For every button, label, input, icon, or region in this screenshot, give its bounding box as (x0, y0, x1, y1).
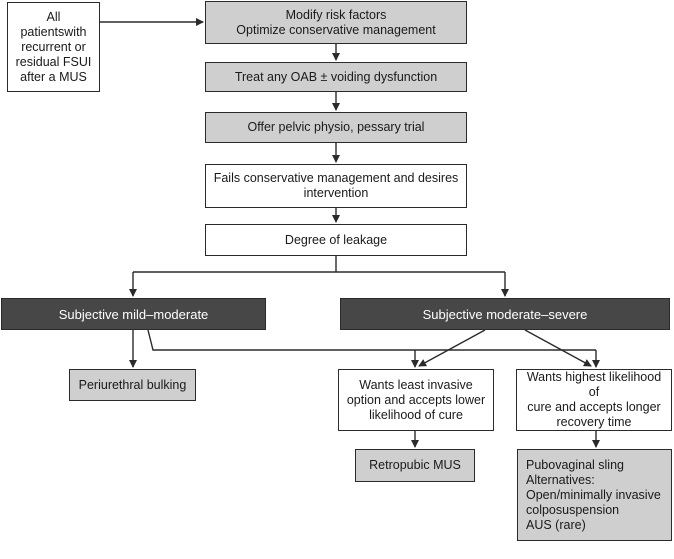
highest-cure-box: Wants highest likelihood of cure and acc… (516, 369, 672, 431)
mild-moderate-line-1: Subjective mild–moderate (58, 306, 209, 322)
pelvic-physio-line-1: Offer pelvic physio, pessary trial (247, 120, 425, 134)
moderate-severe-line-1: Subjective moderate–severe (422, 306, 588, 322)
fails-box: Fails conservative management and desire… (205, 164, 467, 208)
pubovaginal-line-5: AUS (rare) (526, 517, 586, 532)
bulking-box: Periurethral bulking (69, 369, 196, 401)
least-invasive-line-1: Wants least invasive (359, 377, 473, 392)
start-line-3: residual FSUI (15, 54, 92, 69)
start-line-4: after a MUS (20, 69, 87, 84)
pubovaginal-box: Pubovaginal sling Alternatives: Open/min… (517, 449, 672, 541)
moderate-severe-box: Subjective moderate–severe (340, 298, 670, 330)
fails-line-2: intervention (303, 186, 369, 200)
fails-line-1: Fails conservative management and desire… (213, 171, 459, 185)
least-invasive-line-2: option and accepts lower (346, 392, 486, 407)
modify-line-1: Modify risk factors (285, 7, 387, 22)
pubovaginal-line-4: colposuspension (526, 502, 620, 517)
mild-moderate-box: Subjective mild–moderate (1, 298, 266, 330)
pubovaginal-line-1: Pubovaginal sling (526, 457, 624, 472)
highest-cure-line-3: recovery time (556, 415, 632, 429)
leakage-line-1: Degree of leakage (284, 232, 388, 247)
start-line-1: All patientswith (20, 9, 87, 39)
highest-cure-line-2: cure and accepts longer (527, 400, 661, 414)
line-mild-to-options (147, 329, 596, 351)
modify-line-2: Optimize conservative management (236, 22, 436, 37)
retropubic-box: Retropubic MUS (355, 449, 475, 482)
treat-oab-box: Treat any OAB ± voiding dysfunction (205, 62, 467, 92)
leakage-box: Degree of leakage (205, 224, 467, 256)
start-line-2: recurrent or (21, 39, 86, 54)
pelvic-physio-box: Offer pelvic physio, pessary trial (205, 112, 467, 143)
highest-cure-line-1: Wants highest likelihood of (526, 370, 662, 399)
treat-oab-line-1: Treat any OAB ± voiding dysfunction (234, 69, 438, 84)
pubovaginal-line-2: Alternatives: (526, 472, 595, 487)
modify-box: Modify risk factors Optimize conservativ… (205, 1, 467, 44)
bulking-line-1: Periurethral bulking (78, 377, 187, 392)
arrow-severe-to-highest (524, 329, 592, 367)
start-box: All patientswith recurrent or residual F… (7, 2, 100, 92)
retropubic-line-1: Retropubic MUS (369, 458, 461, 472)
pubovaginal-line-3: Open/minimally invasive (526, 487, 661, 502)
arrow-severe-to-least (418, 329, 486, 367)
least-invasive-box: Wants least invasive option and accepts … (338, 369, 494, 431)
least-invasive-line-3: likelihood of cure (369, 407, 463, 422)
